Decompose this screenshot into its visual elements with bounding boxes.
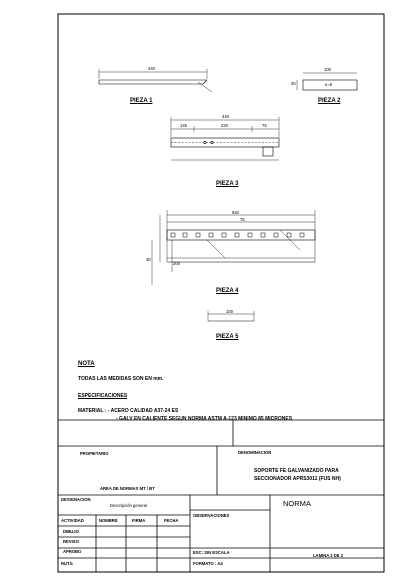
area-label: AREA DE NORMAS MT / BT: [100, 486, 155, 491]
p4-dim-total: 940: [232, 210, 239, 215]
p4-dim-side: 30: [146, 257, 151, 262]
denominacion-line2: SECCIONADOR APRS3011 (FUS NH): [254, 476, 341, 482]
pieza-4-label: PIEZA 4: [216, 288, 239, 294]
propietario-label: PROPIETARIO: [80, 451, 109, 456]
denominacion-label: DENOMINACION: [238, 450, 272, 455]
notes-heading: NOTA: [78, 361, 95, 367]
pieza-5-label: PIEZA 5: [216, 334, 239, 340]
p2-dim-w: 100: [324, 67, 331, 72]
row-reviso: REVISO: [63, 539, 79, 544]
row-rut: RUT/c: [61, 561, 74, 566]
p1-dim: 440: [148, 66, 155, 71]
lamina-label: LAMINA 2 DE 2: [313, 553, 344, 558]
material-line: MATERIAL : - ACERO CALIDAD A37-24 ES: [78, 408, 179, 414]
escala-label: ESC: SIN ESCALA: [193, 550, 230, 555]
row-dibujo: DIBUJO: [63, 529, 79, 534]
p5-dim: 100: [226, 309, 233, 314]
formato-label: FORMATO : A4: [193, 561, 223, 566]
denominacion-line1: SOPORTE FE GALVANIZADO PARA: [254, 468, 339, 474]
col-fecha: FECHA: [164, 518, 179, 523]
p3-dim-a: 145: [180, 123, 187, 128]
spec-heading: ESPECIFICACIONES: [78, 393, 128, 399]
p4-dim-h: 200: [173, 261, 180, 266]
norma-label: NORMA: [283, 499, 311, 508]
p3-dim-c: 75: [262, 123, 267, 128]
pieza-1-label: PIEZA 1: [130, 98, 153, 104]
designacion-label: DESIGNACION: [61, 497, 91, 502]
col-firma: FIRMA: [132, 518, 146, 523]
row-aprobo: APROBO: [63, 549, 82, 554]
designacion-value: Descripción general: [110, 503, 148, 508]
notes-line1: TODAS LAS MEDIDAS SON EN mm.: [78, 376, 164, 382]
p4-dim-seg: 75: [240, 217, 245, 222]
p3-dim-b: 220: [221, 123, 228, 128]
col-actividad: ACTIVIDAD: [61, 518, 84, 523]
galv-line: - GALV EN CALIENTE SEGUN NORMA ASTM A-12…: [116, 416, 293, 422]
p3-dim-total: 440: [222, 114, 229, 119]
p2-note: e=6: [325, 82, 333, 87]
col-nombre: NOMBRE: [99, 518, 118, 523]
pieza-3-label: PIEZA 3: [216, 181, 239, 187]
pieza-2-label: PIEZA 2: [318, 98, 341, 104]
p2-dim-h: 30: [291, 81, 296, 86]
observaciones-label: OBSERVACIONES: [193, 513, 230, 518]
